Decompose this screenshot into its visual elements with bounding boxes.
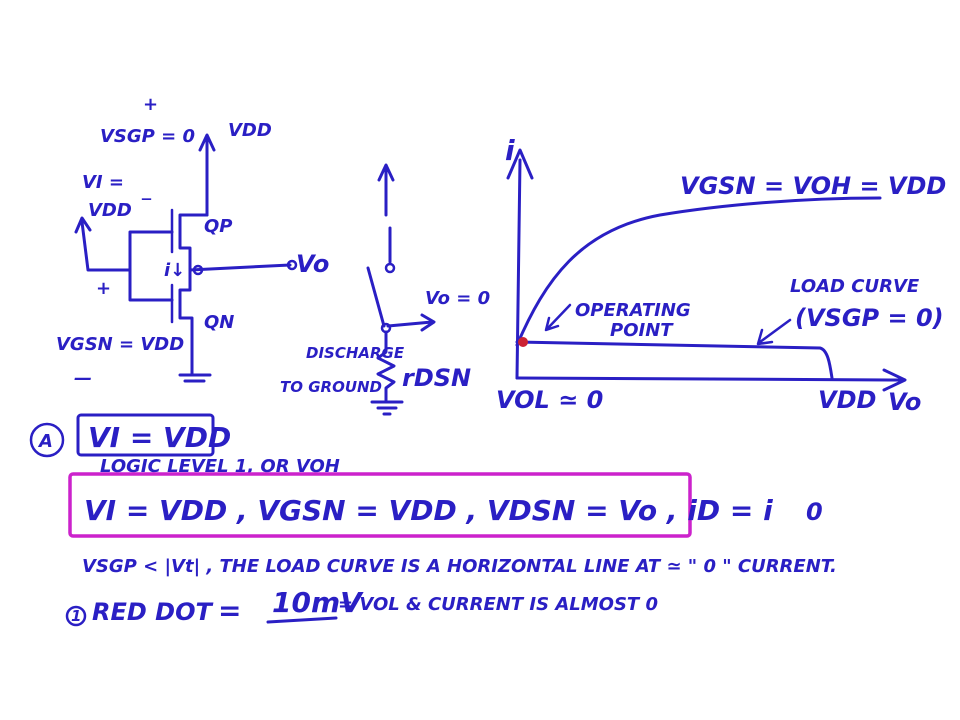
- vdd-axis-label: VDD: [818, 386, 876, 414]
- vol-approx-label: VOL ≃ 0: [496, 386, 603, 414]
- to-ground-label: TO GROUND: [280, 378, 382, 396]
- vo-zero-label: Vo = 0: [425, 288, 490, 309]
- vsgp-plus-sign: +: [143, 94, 158, 115]
- qn-label: QN: [204, 312, 234, 333]
- input-wire: [74, 216, 132, 272]
- nmos-channel: [178, 268, 194, 370]
- ten-mv-label: 10mV: [272, 586, 364, 619]
- notes: A VI = VDD LOGIC LEVEL 1, OR VOH VI = VD…: [29, 413, 837, 627]
- logic-level-label: LOGIC LEVEL 1, OR VOH: [100, 456, 340, 477]
- axis-i-label: i: [505, 134, 515, 167]
- current-i-arrow-label: i↓: [164, 260, 185, 281]
- circle-a-label: A: [37, 431, 53, 452]
- discharge-label: DISCHARGE: [306, 344, 405, 362]
- plus-left-sign: +: [96, 278, 111, 299]
- minus-left-sign: —: [74, 368, 92, 389]
- load-curve-label: LOAD CURVE: [790, 276, 920, 297]
- load-curve-graph: i VGSN = VOH = VDD OPERATING POINT LOAD …: [496, 134, 946, 416]
- circle-1-label: 1: [71, 607, 81, 625]
- vsgp-top-label: VSGP = 0: [100, 126, 195, 147]
- vo-axis-label: Vo: [888, 388, 921, 416]
- discharge-circuit: Vo = 0 DISCHARGE TO GROUND rDSN: [280, 163, 490, 416]
- boxed-vi-label: VI = VDD: [88, 421, 231, 454]
- vi-minus-sign: _: [141, 180, 152, 201]
- gate-wire: [128, 230, 174, 302]
- cmos-inverter-circuit: VSGP = 0 + VDD VI = _ VDD QP i↓ Vo + QN …: [56, 94, 329, 389]
- vdd-left-label: VDD: [88, 200, 132, 221]
- vsgp-statement: VSGP < |Vt| , THE LOAD CURVE IS A HORIZO…: [82, 556, 837, 577]
- load-curve: [515, 340, 834, 380]
- circle-a-marker: [29, 422, 65, 458]
- qp-label: QP: [204, 216, 233, 237]
- circle-1-marker: [65, 605, 87, 627]
- vo-output-label: Vo: [296, 250, 329, 278]
- vol-current-label: = VOL & CURRENT IS ALMOST 0: [338, 594, 658, 615]
- red-dot-label: RED DOT: [92, 598, 213, 626]
- switch-upper-contact: [384, 262, 396, 274]
- operating-point-dot: [518, 337, 528, 347]
- ten-mv-underline: [266, 616, 338, 624]
- load-curve-sub-label: (VSGP = 0): [795, 304, 944, 332]
- vi-equals-label: VI =: [82, 172, 124, 193]
- pink-line-equations: VI = VDD , VGSN = VDD , VDSN = Vo , iD =…: [84, 494, 773, 527]
- output-node: [192, 264, 204, 276]
- vgsn-left-label: VGSN = VDD: [56, 334, 184, 355]
- vdd-arrow: [198, 133, 216, 217]
- load-curve-arrow: [756, 318, 792, 346]
- vi-vdd-box: [76, 413, 215, 457]
- operating-point-label: OPERATING: [575, 300, 691, 321]
- pmos-channel: [178, 213, 209, 272]
- switch-supply-arrow: [377, 163, 395, 217]
- vgsn-curve: [515, 196, 882, 347]
- rdsn-resistor: [376, 330, 396, 402]
- vo-axis: [515, 368, 907, 392]
- switch-blade: [366, 266, 386, 328]
- highlight-box: [68, 472, 692, 538]
- output-terminal: [286, 259, 298, 271]
- operating-point-arrow: [544, 303, 572, 332]
- zero-mark: 0: [806, 498, 823, 526]
- vgsn-curve-label: VGSN = VOH = VDD: [680, 172, 946, 200]
- vdd-top-label: VDD: [228, 120, 272, 141]
- vo-zero-arrow: [386, 313, 436, 332]
- operating-point-label-2: POINT: [610, 320, 674, 341]
- ground-symbol-left: [178, 366, 212, 383]
- ground-symbol-mid: [370, 400, 404, 416]
- output-wire: [188, 263, 292, 272]
- equals-sign: =: [218, 594, 241, 627]
- rdsn-label: rDSN: [402, 364, 471, 392]
